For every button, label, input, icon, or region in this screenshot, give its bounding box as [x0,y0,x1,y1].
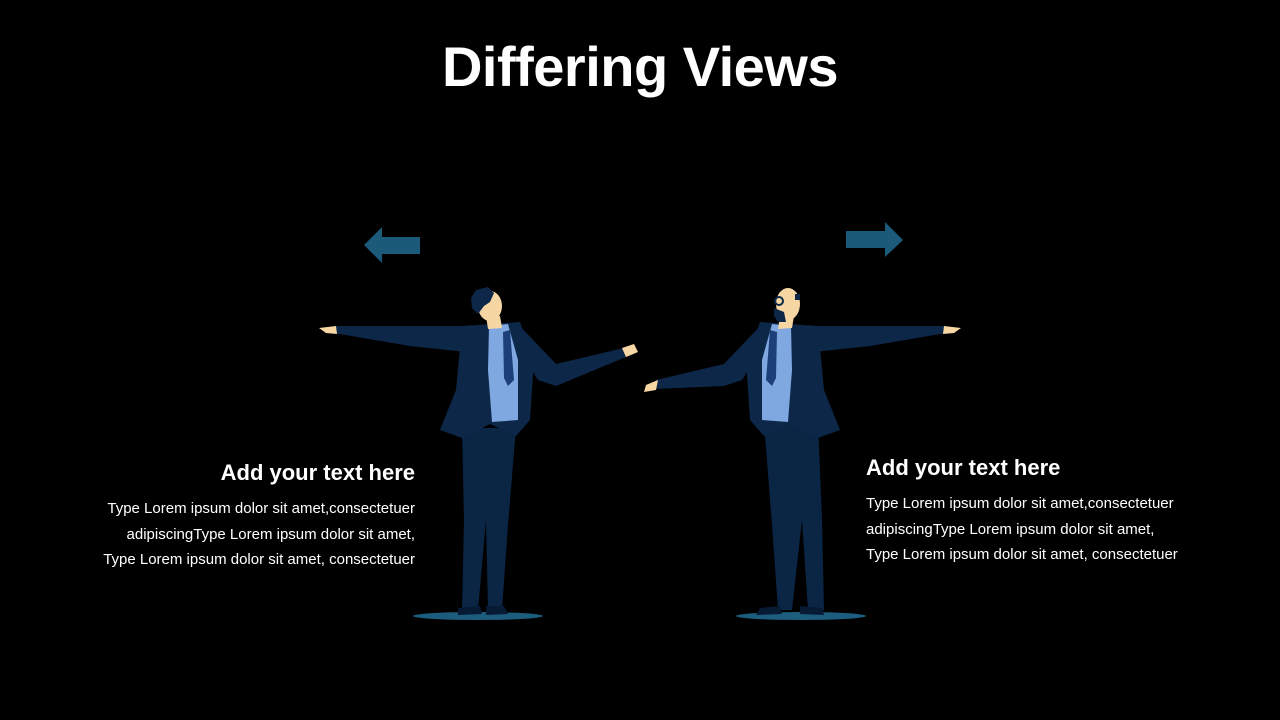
arrow-left-icon [364,227,420,263]
businessman-left [319,287,638,615]
text-block-left-body: Type Lorem ipsum dolor sit amet,consecte… [103,500,415,568]
arrow-right-icon [846,222,903,257]
text-block-right-heading: Add your text here [866,455,1061,480]
slide-title: Differing Views [441,35,839,98]
ground-shadow-left [413,612,543,620]
text-block-left-heading: Add your text here [220,460,415,485]
businessman-right [644,288,961,615]
text-block-right-body: Type Lorem ipsum dolor sit amet,consecte… [866,495,1178,563]
text-block-left: Add your text here Type Lorem ipsum dolo… [95,458,415,573]
text-block-right: Add your text here Type Lorem ipsum dolo… [866,453,1186,568]
